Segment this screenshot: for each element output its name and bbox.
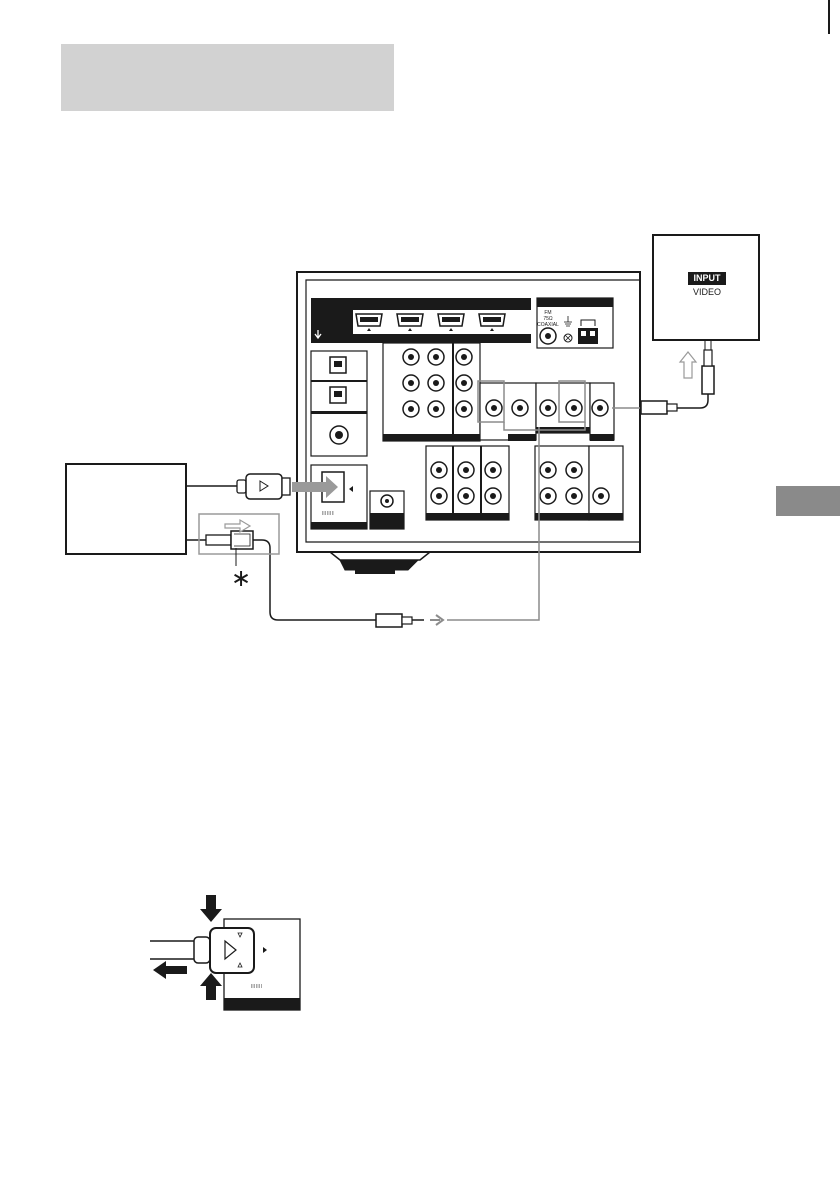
digital-input-column <box>311 351 367 456</box>
coaxial-label-3: COAXIAL <box>537 322 559 328</box>
portable-player-box <box>65 463 187 555</box>
tv-input-label: INPUT <box>688 272 726 285</box>
dock-removal-detail <box>150 895 300 1010</box>
component-jack-grid <box>383 343 480 441</box>
hdmi-port-band <box>311 298 531 343</box>
composite-video-jacks <box>478 381 614 441</box>
footnote-marker: ∗ <box>231 567 251 591</box>
tv-video-label: VIDEO <box>688 287 726 297</box>
